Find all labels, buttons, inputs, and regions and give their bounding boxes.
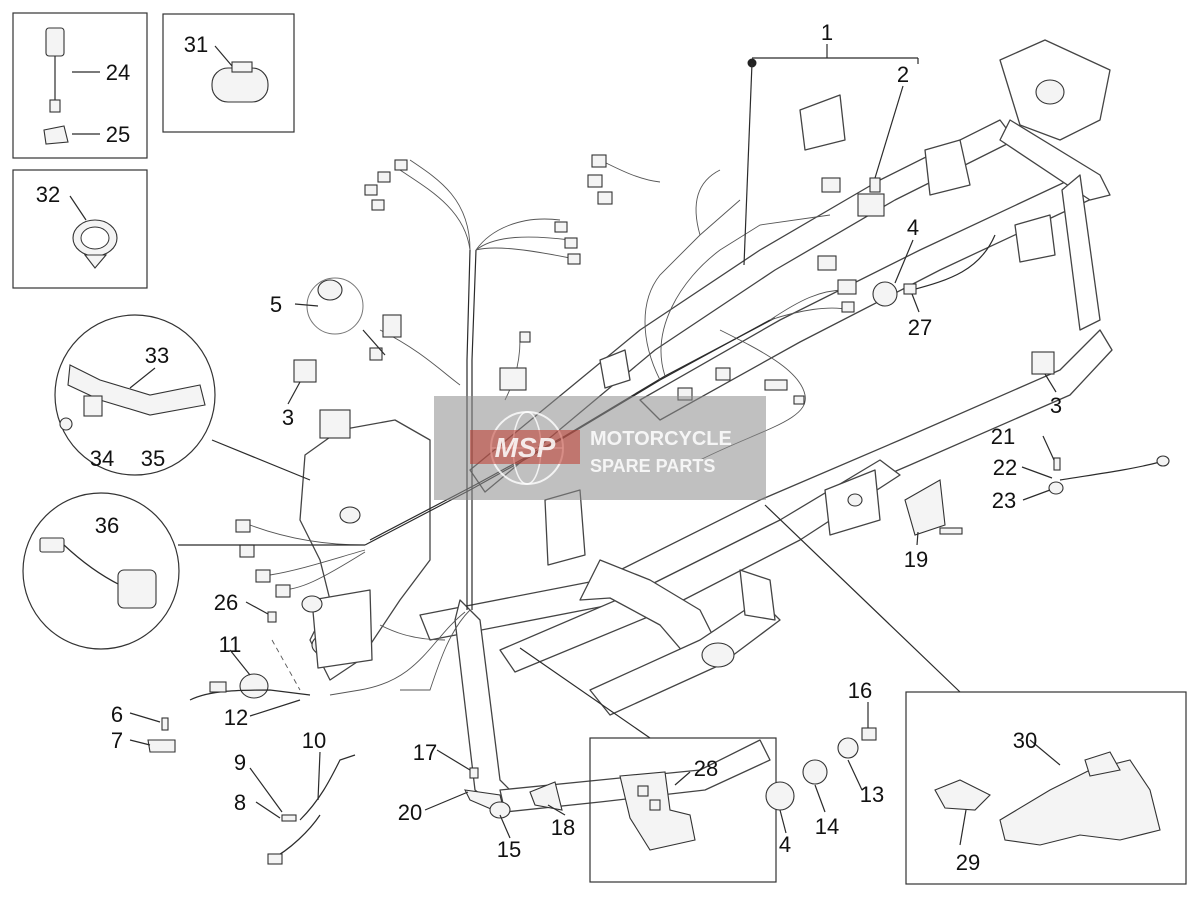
callout-26: 26 — [214, 590, 238, 615]
callout-24: 24 — [106, 60, 130, 85]
callout-33: 33 — [145, 343, 169, 368]
callout-numbers: 1 2 4 27 24 25 31 32 5 3 3 33 34 35 36 2… — [36, 20, 1062, 875]
callout-9: 9 — [234, 750, 246, 775]
callout-19: 19 — [904, 547, 928, 572]
callout-3a: 3 — [282, 405, 294, 430]
callout-27: 27 — [908, 315, 932, 340]
callout-7: 7 — [111, 728, 123, 753]
callout-28: 28 — [694, 756, 718, 781]
callout-36: 36 — [95, 513, 119, 538]
watermark: MSP MOTORCYCLE SPARE PARTS — [434, 396, 766, 500]
callout-13: 13 — [860, 782, 884, 807]
watermark-brand: MSP — [495, 432, 556, 463]
inset-33-35 — [54, 314, 311, 481]
leader-lines — [129, 44, 1057, 846]
chassis-frame — [299, 39, 1113, 813]
callout-30: 30 — [1013, 728, 1037, 753]
callout-2: 2 — [897, 62, 909, 87]
watermark-line1: MOTORCYCLE — [590, 428, 732, 450]
callout-1: 1 — [821, 20, 833, 45]
small-parts — [147, 177, 1170, 865]
callout-11: 11 — [219, 632, 242, 657]
callout-31: 31 — [184, 32, 208, 57]
callout-16: 16 — [848, 678, 872, 703]
callout-15: 15 — [497, 837, 521, 862]
callout-25: 25 — [106, 122, 130, 147]
callout-5: 5 — [270, 292, 282, 317]
callout-23: 23 — [992, 488, 1016, 513]
callout-8: 8 — [234, 790, 246, 815]
callout-17: 17 — [413, 740, 437, 765]
callout-18: 18 — [551, 815, 575, 840]
detail-29-30 — [764, 504, 1187, 885]
callout-4b: 4 — [779, 832, 791, 857]
callout-12: 12 — [224, 705, 248, 730]
callout-10: 10 — [302, 728, 326, 753]
callout-34: 34 — [90, 446, 114, 471]
callout-35: 35 — [141, 446, 165, 471]
callout-29: 29 — [956, 850, 980, 875]
callout-14: 14 — [815, 814, 839, 839]
callout-3b: 3 — [1050, 393, 1062, 418]
callout-20: 20 — [398, 800, 422, 825]
watermark-brand-box — [470, 430, 580, 464]
inset-32 — [12, 169, 148, 289]
callout-4a: 4 — [907, 215, 919, 240]
watermark-line2: SPARE PARTS — [590, 456, 715, 476]
detail-28 — [519, 647, 777, 883]
callout-22: 22 — [993, 455, 1017, 480]
callout-6: 6 — [111, 702, 123, 727]
callout-21: 21 — [991, 424, 1015, 449]
callout-32: 32 — [36, 182, 60, 207]
inset-24-25 — [12, 12, 148, 159]
inset-31 — [162, 13, 295, 133]
inset-36 — [22, 492, 365, 650]
